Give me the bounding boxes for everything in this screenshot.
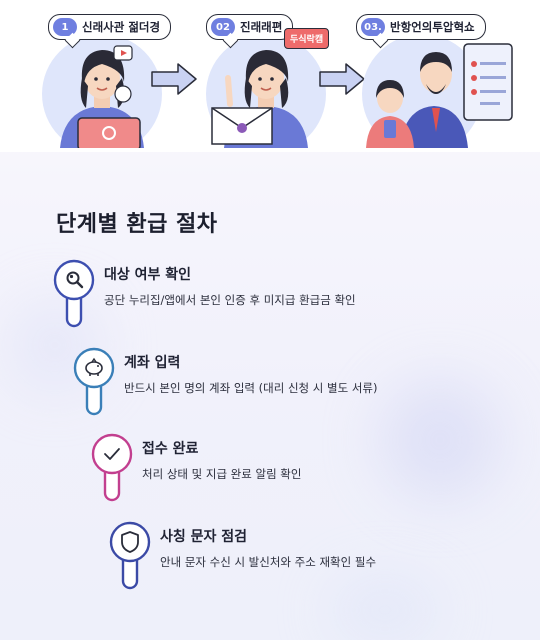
step-description: 공단 누리집/앱에서 본인 인증 후 미지급 환급금 확인 bbox=[104, 293, 356, 307]
arrow-right-icon bbox=[318, 62, 366, 100]
background-glow bbox=[380, 380, 500, 500]
step-number: 1 bbox=[53, 18, 77, 36]
step-item: 계좌 입력 반드시 본인 명의 계좌 입력 (대리 신청 시 별도 서류) bbox=[70, 346, 510, 416]
step-bubble-label: 신래사관 젊더경 bbox=[82, 20, 161, 34]
family-with-checklist-illustration bbox=[362, 34, 513, 148]
step-description: 안내 문자 수신 시 발신처와 주소 재확인 필수 bbox=[160, 555, 377, 569]
step-item: 접수 완료 처리 상태 및 지급 완료 알림 확인 bbox=[88, 432, 508, 504]
step-title: 계좌 입력 bbox=[124, 355, 181, 371]
step-number: 03. bbox=[361, 18, 385, 36]
step-title: 사칭 문자 점검 bbox=[160, 529, 248, 545]
background-glow bbox=[330, 580, 440, 640]
step-item: 대상 여부 확인 공단 누리집/앱에서 본인 인증 후 미지급 환급금 확인 bbox=[50, 258, 510, 328]
illustration-strip: 1 신래사관 젊더경 02 진래래편 두식락캠 bbox=[0, 0, 540, 152]
illustration-panel-2: 02 진래래편 두식락캠 bbox=[200, 8, 332, 148]
step-pin-marker bbox=[109, 521, 151, 590]
illustration-panel-1: 1 신래사관 젊더경 bbox=[38, 8, 172, 148]
step-bubble-label: 진래래편 bbox=[240, 20, 283, 34]
step-title: 접수 완료 bbox=[142, 441, 199, 457]
step-pin-marker bbox=[91, 433, 133, 502]
shield-icon bbox=[121, 531, 139, 553]
step-title: 대상 여부 확인 bbox=[104, 267, 192, 283]
arrow-right-icon bbox=[150, 62, 198, 100]
step-bubble-3: 03. 반항언의투압혁쇼 bbox=[356, 14, 486, 40]
page-title: 단계별 환급 절차 bbox=[56, 212, 218, 237]
step-pin-marker bbox=[53, 259, 95, 328]
step-number: 02 bbox=[211, 18, 235, 36]
step-bubble-label: 반항언의투압혁쇼 bbox=[390, 20, 475, 34]
search-icon bbox=[66, 271, 84, 289]
illustration-panel-3: 03. 반항언의투압혁쇼 bbox=[356, 8, 528, 148]
step-item: 사칭 문자 점검 안내 문자 수신 시 발신처와 주소 재확인 필수 bbox=[106, 520, 506, 592]
step-bubble-2: 02 진래래편 bbox=[206, 14, 294, 40]
step-description: 반드시 본인 명의 계좌 입력 (대리 신청 시 별도 서류) bbox=[124, 381, 378, 395]
step-pin-marker bbox=[73, 347, 115, 416]
person-at-laptop-illustration bbox=[42, 34, 162, 148]
step-description: 처리 상태 및 지급 완료 알림 확인 bbox=[142, 467, 302, 481]
step-bubble-1: 1 신래사관 젊더경 bbox=[48, 14, 172, 40]
checkmark-icon bbox=[104, 448, 120, 460]
badge: 두식락캠 bbox=[284, 28, 330, 49]
piggy-bank-icon bbox=[85, 357, 103, 376]
person-with-envelope-illustration bbox=[206, 34, 326, 148]
